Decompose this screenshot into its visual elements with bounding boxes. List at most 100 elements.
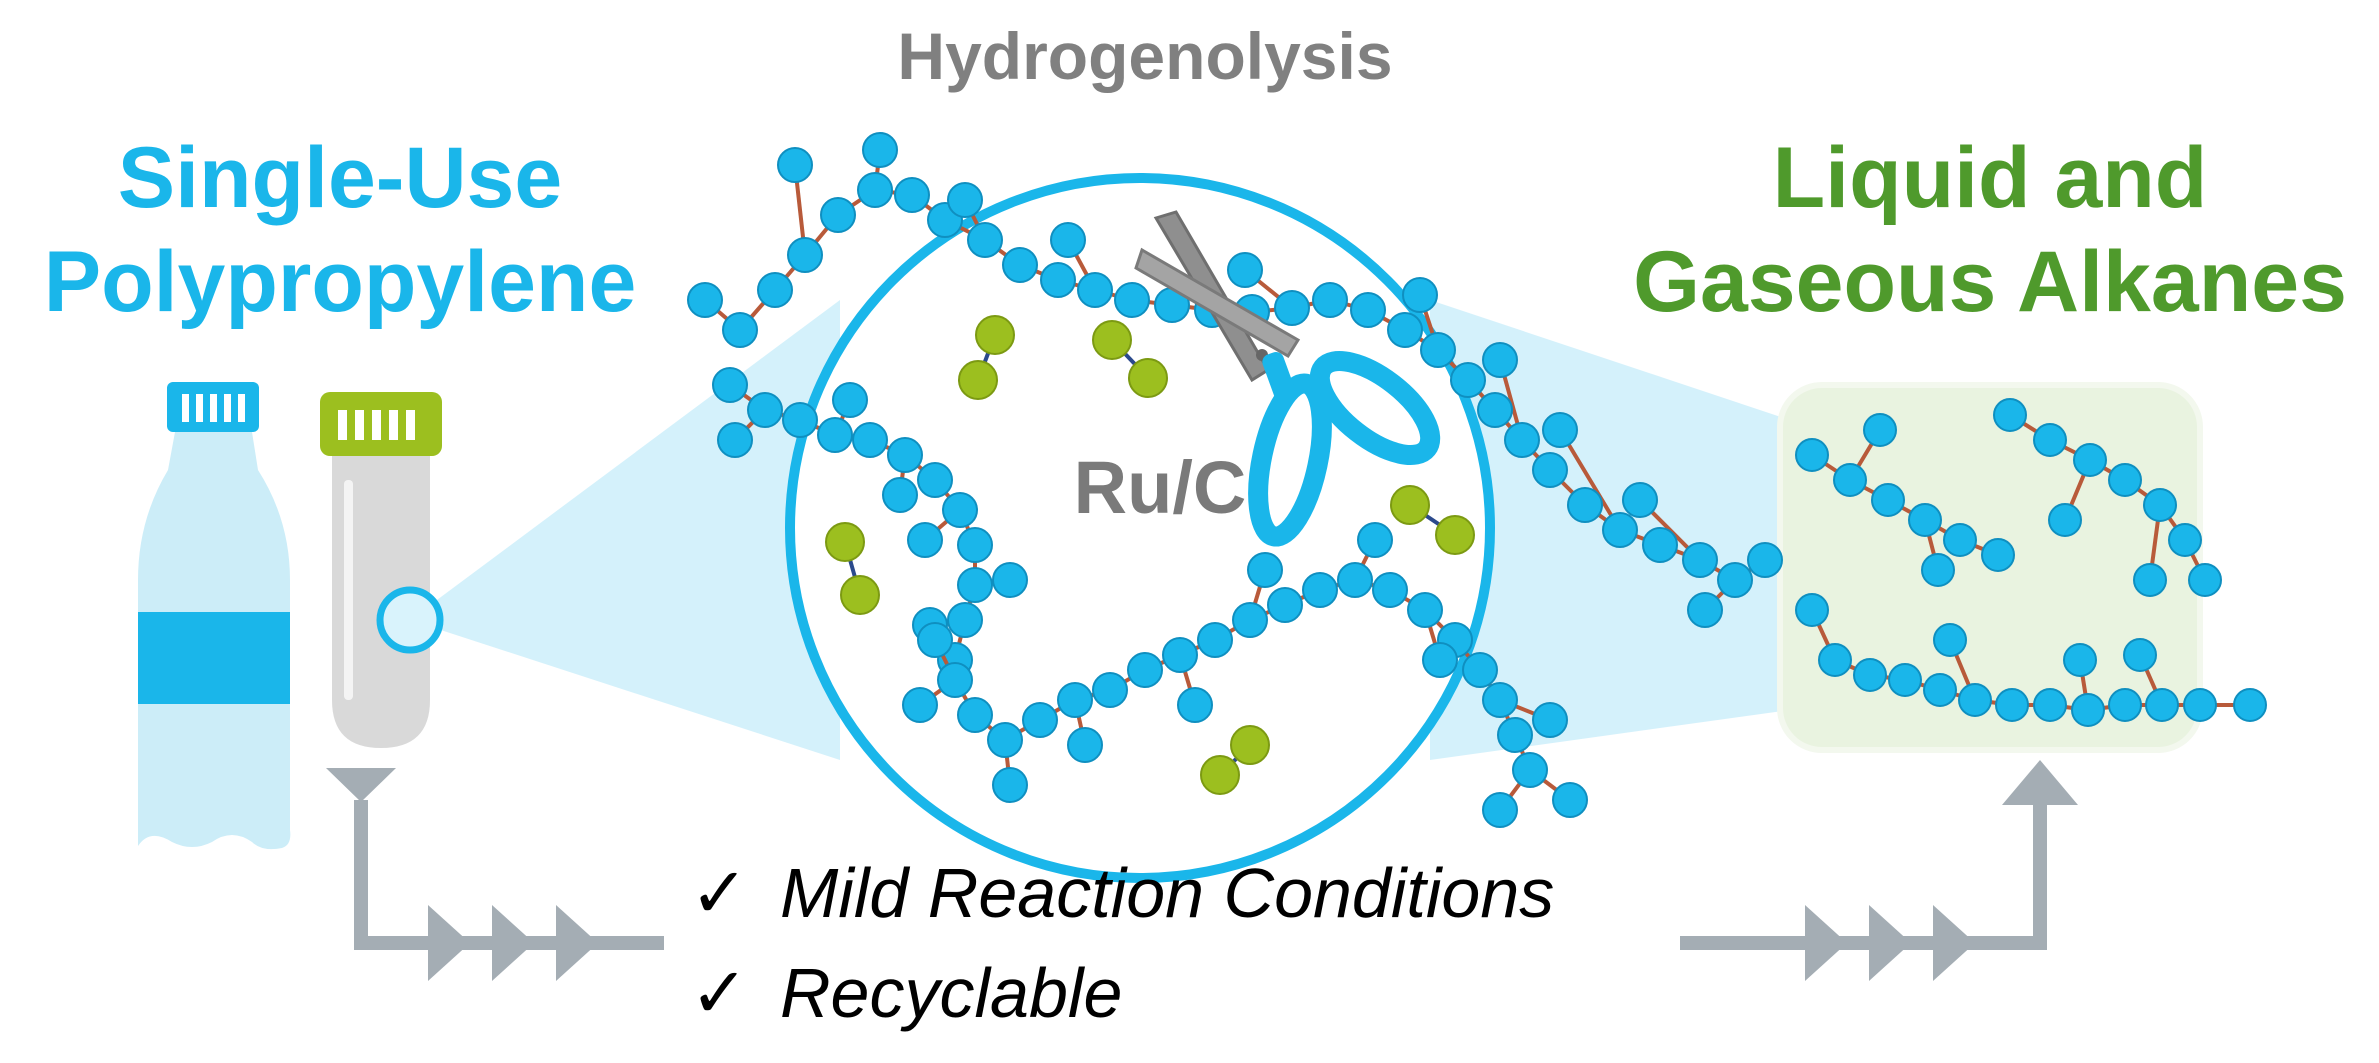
atom-bead [1114, 282, 1150, 318]
hydrogen-molecule [1200, 725, 1270, 795]
hydrogen-molecule [825, 522, 880, 615]
atom-bead [820, 197, 856, 233]
atom-bead [2048, 503, 2082, 537]
atom-bead [1477, 392, 1513, 428]
atom-bead [1853, 658, 1887, 692]
hydrogen-atom [840, 575, 880, 615]
alkane-products [1795, 398, 2267, 727]
product-title-line1: Liquid and [1772, 130, 2208, 226]
atom-bead [1682, 542, 1718, 578]
hydrogen-atom [1435, 515, 1475, 555]
atom-bead [1040, 262, 1076, 298]
scissors-icon [1134, 210, 1441, 547]
atom-bead [1232, 602, 1268, 638]
atom-bead [992, 562, 1028, 598]
feedstock-title-line2: Polypropylene [43, 234, 637, 330]
atom-bead [1337, 562, 1373, 598]
atom-bead [1127, 652, 1163, 688]
atom-bead [1497, 717, 1533, 753]
hydrogen-atom [1092, 320, 1132, 360]
atom-bead [1512, 752, 1548, 788]
atom-bead [967, 222, 1003, 258]
atom-bead [722, 312, 758, 348]
atom-bead [1888, 663, 1922, 697]
molecule-chain [687, 132, 1783, 628]
molecule-chain [1795, 593, 2267, 727]
atom-bead [1532, 702, 1568, 738]
atom-bead [1981, 538, 2015, 572]
atom-bead [687, 282, 723, 318]
atom-bead [2188, 563, 2222, 597]
atom-bead [1687, 592, 1723, 628]
atom-bead [1067, 727, 1103, 763]
hydrogen-molecule [1390, 485, 1475, 555]
atom-bead [1462, 652, 1498, 688]
atom-bead [757, 272, 793, 308]
atom-bead [1863, 413, 1897, 447]
atom-bead [1958, 683, 1992, 717]
atom-bead [1642, 527, 1678, 563]
atom-bead [857, 172, 893, 208]
atom-bead [942, 492, 978, 528]
process-arrow-right [1680, 760, 2078, 981]
atom-bead [1197, 622, 1233, 658]
sample-tube-icon [320, 392, 444, 748]
atom-bead [1995, 688, 2029, 722]
atom-bead [1274, 290, 1310, 326]
atom-bead [894, 177, 930, 213]
atom-bead [1057, 682, 1093, 718]
atom-bead [1795, 438, 1829, 472]
catalyst-label: Ru/C [1073, 446, 1247, 529]
hydrogen-atom [825, 522, 865, 562]
plastic-bottle-icon [138, 382, 291, 850]
atom-bead [1420, 332, 1456, 368]
molecule-chain [712, 367, 1028, 678]
check-mark-icon: ✓ [690, 854, 749, 932]
zoom-cone-left [410, 300, 840, 760]
atom-bead [1602, 512, 1638, 548]
molecule-chain [1993, 398, 2222, 597]
atom-bead [1002, 247, 1038, 283]
atom-bead [1921, 553, 1955, 587]
atom-bead [1077, 272, 1113, 308]
atom-bead [1552, 782, 1588, 818]
check-mark-icon: ✓ [690, 954, 749, 1032]
atom-bead [957, 527, 993, 563]
atom-bead [1387, 312, 1423, 348]
atom-bead [1407, 592, 1443, 628]
atom-bead [2108, 688, 2142, 722]
process-title: Hydrogenolysis [897, 19, 1393, 93]
atom-bead [1267, 587, 1303, 623]
atom-bead [2168, 523, 2202, 557]
atom-bead [1227, 252, 1263, 288]
atom-bead [712, 367, 748, 403]
atom-bead [852, 422, 888, 458]
atom-bead [987, 722, 1023, 758]
atom-bead [717, 422, 753, 458]
hydrogen-molecule [958, 315, 1015, 400]
atom-bead [902, 687, 938, 723]
atom-bead [907, 522, 943, 558]
atom-bead [2063, 643, 2097, 677]
atom-bead [1993, 398, 2027, 432]
atom-bead [2145, 688, 2179, 722]
atom-bead [2133, 563, 2167, 597]
atom-bead [777, 147, 813, 183]
atom-bead [1422, 642, 1458, 678]
atom-bead [862, 132, 898, 168]
atom-bead [832, 382, 868, 418]
hydrogen-atom [1230, 725, 1270, 765]
atom-bead [1482, 682, 1518, 718]
hydrogen-atom [1128, 358, 1168, 398]
atom-bead [1177, 687, 1213, 723]
product-title-line2: Gaseous Alkanes [1633, 234, 2347, 330]
atom-bead [1050, 222, 1086, 258]
hydrogen-molecule [1092, 320, 1168, 398]
atom-bead [1372, 572, 1408, 608]
polymer-chains [687, 132, 1783, 828]
atom-bead [917, 462, 953, 498]
atom-bead [1871, 483, 1905, 517]
atom-bead [1162, 637, 1198, 673]
